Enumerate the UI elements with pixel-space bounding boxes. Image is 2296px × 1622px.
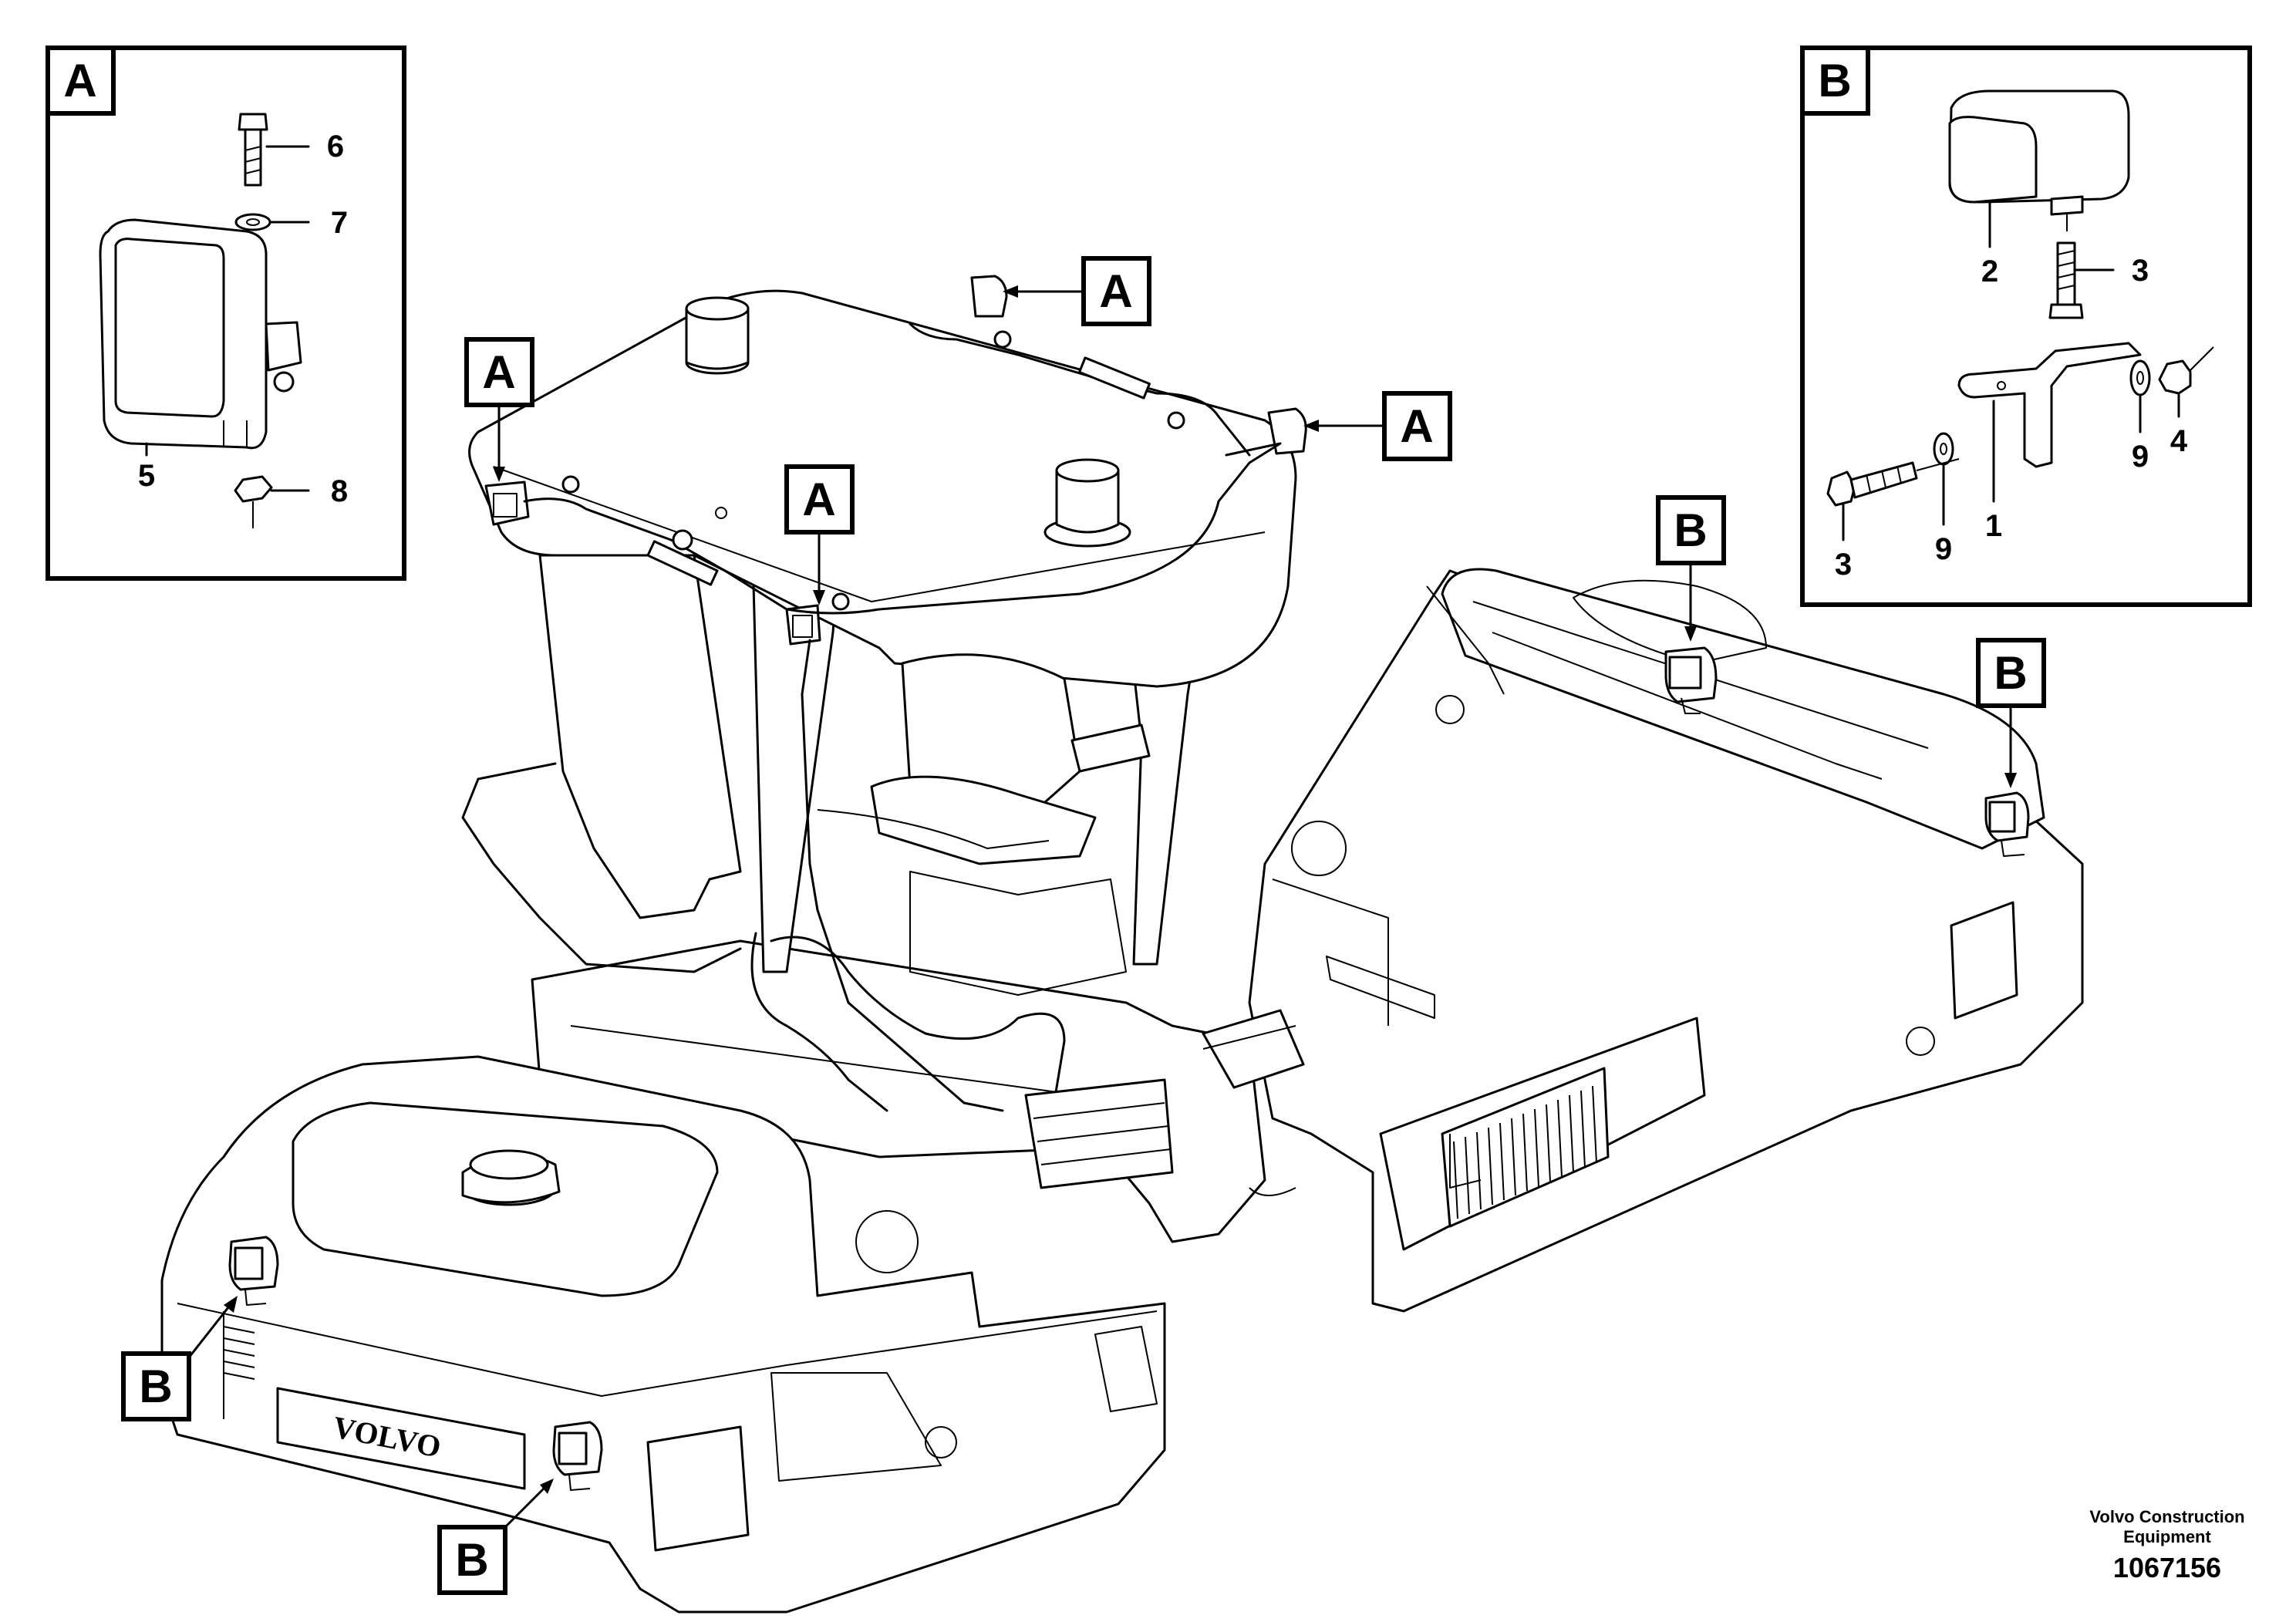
volvo-logo: VOLVO xyxy=(276,1387,526,1490)
svg-text:A: A xyxy=(482,346,515,398)
roof-lamp-front xyxy=(970,275,1008,318)
rear-side-lamp xyxy=(1984,791,2030,857)
detail-b-panel: B 2 3 xyxy=(1800,46,2252,607)
tag-a-2: A xyxy=(1303,391,1452,461)
washer-icon xyxy=(1933,432,1954,466)
detail-a-panel: A 6 7 5 8 xyxy=(46,46,406,581)
svg-text:A: A xyxy=(1099,265,1132,317)
svg-text:B: B xyxy=(1994,647,2027,699)
svg-text:A: A xyxy=(802,474,835,525)
tag-a-4: A xyxy=(784,464,855,605)
rear-top-lamp xyxy=(1664,646,1718,714)
svg-text:7: 7 xyxy=(331,206,348,240)
tag-b-1: B xyxy=(1656,495,1726,642)
company-line-2: Equipment xyxy=(2123,1527,2211,1546)
bolt-icon xyxy=(238,113,268,187)
beacon-1 xyxy=(685,296,750,375)
tag-a-3: A xyxy=(464,337,534,482)
svg-text:2: 2 xyxy=(1981,255,1998,288)
callout-tags: A A A A B B xyxy=(121,256,2046,1595)
svg-text:4: 4 xyxy=(2170,424,2188,458)
svg-text:1: 1 xyxy=(1985,509,2002,543)
svg-text:B: B xyxy=(1818,55,1851,106)
tag-b-3: B xyxy=(121,1296,238,1421)
svg-text:A: A xyxy=(1400,400,1433,452)
tag-b-2: B xyxy=(1976,638,2046,788)
beacon-2 xyxy=(1043,458,1131,548)
footer: Volvo Construction Equipment 1067156 xyxy=(2089,1507,2244,1583)
svg-text:6: 6 xyxy=(327,130,344,164)
rear-frame xyxy=(1248,568,2084,1313)
svg-text:8: 8 xyxy=(331,474,348,508)
svg-text:5: 5 xyxy=(138,459,155,493)
document-number: 1067156 xyxy=(2113,1552,2221,1583)
tag-b-4: B xyxy=(437,1479,554,1595)
front-vent xyxy=(223,1326,255,1380)
svg-text:A: A xyxy=(63,55,96,106)
roof-lamp-rear-left xyxy=(484,481,530,526)
bolt-icon xyxy=(2048,241,2084,319)
front-right-lamp xyxy=(552,1421,603,1491)
washer-icon xyxy=(2129,359,2151,396)
lamp-icon xyxy=(1948,89,2130,231)
nut-icon xyxy=(2158,346,2214,395)
tag-a-1: A xyxy=(1003,256,1151,326)
operator-seat xyxy=(817,653,1151,996)
svg-text:9: 9 xyxy=(2132,440,2149,474)
roof-lamp-right xyxy=(1267,407,1307,455)
svg-text:9: 9 xyxy=(1935,532,1952,566)
work-lamp-icon xyxy=(99,218,302,450)
company-line-1: Volvo Construction xyxy=(2089,1507,2244,1526)
rear-grille xyxy=(1441,1067,1610,1228)
svg-text:3: 3 xyxy=(2132,254,2149,288)
central-frame xyxy=(531,939,1305,1273)
rops-canopy xyxy=(461,275,1307,1189)
bolt-icon xyxy=(1826,461,1918,507)
pillar-lamp xyxy=(785,604,821,646)
nut-icon xyxy=(234,475,273,528)
machine-illustration: VOLVO xyxy=(160,275,2084,1614)
svg-text:B: B xyxy=(455,1534,488,1586)
svg-text:B: B xyxy=(139,1361,172,1412)
front-tank: VOLVO xyxy=(160,1055,1166,1614)
filler-cap xyxy=(461,1149,561,1206)
front-left-lamp xyxy=(228,1236,279,1306)
washer-icon xyxy=(234,213,271,231)
bracket-icon xyxy=(1957,342,2142,468)
svg-text:B: B xyxy=(1674,504,1707,556)
svg-text:3: 3 xyxy=(1835,548,1852,582)
